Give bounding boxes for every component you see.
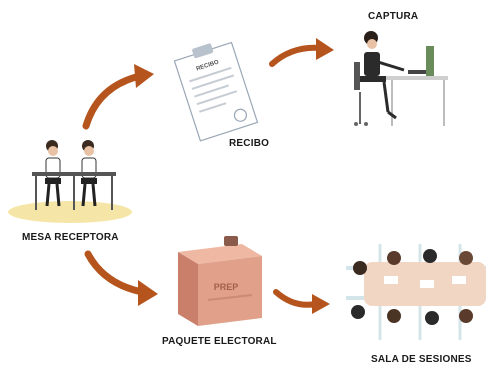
mesa-receptora-illustration [8,140,132,223]
sala-de-sesiones-illustration [346,244,486,340]
captura-illustration [354,31,448,126]
label-sala-de-sesiones: SALA DE SESIONES [371,354,472,365]
arrow-mesa-to-recibo [82,64,154,130]
label-mesa-receptora: MESA RECEPTORA [22,232,119,243]
recibo-document-illustration: RECIBO [173,41,259,142]
arrow-paquete-to-sala [273,289,330,314]
arrow-recibo-to-captura [269,38,334,67]
label-recibo: RECIBO [229,138,270,149]
box-stamp: PREP [214,282,239,292]
label-captura: CAPTURA [368,11,419,22]
paquete-electoral-box-illustration: PREP [178,236,262,326]
label-paquete-electoral: PAQUETE ELECTORAL [162,336,277,347]
arrow-mesa-to-paquete [84,250,158,306]
